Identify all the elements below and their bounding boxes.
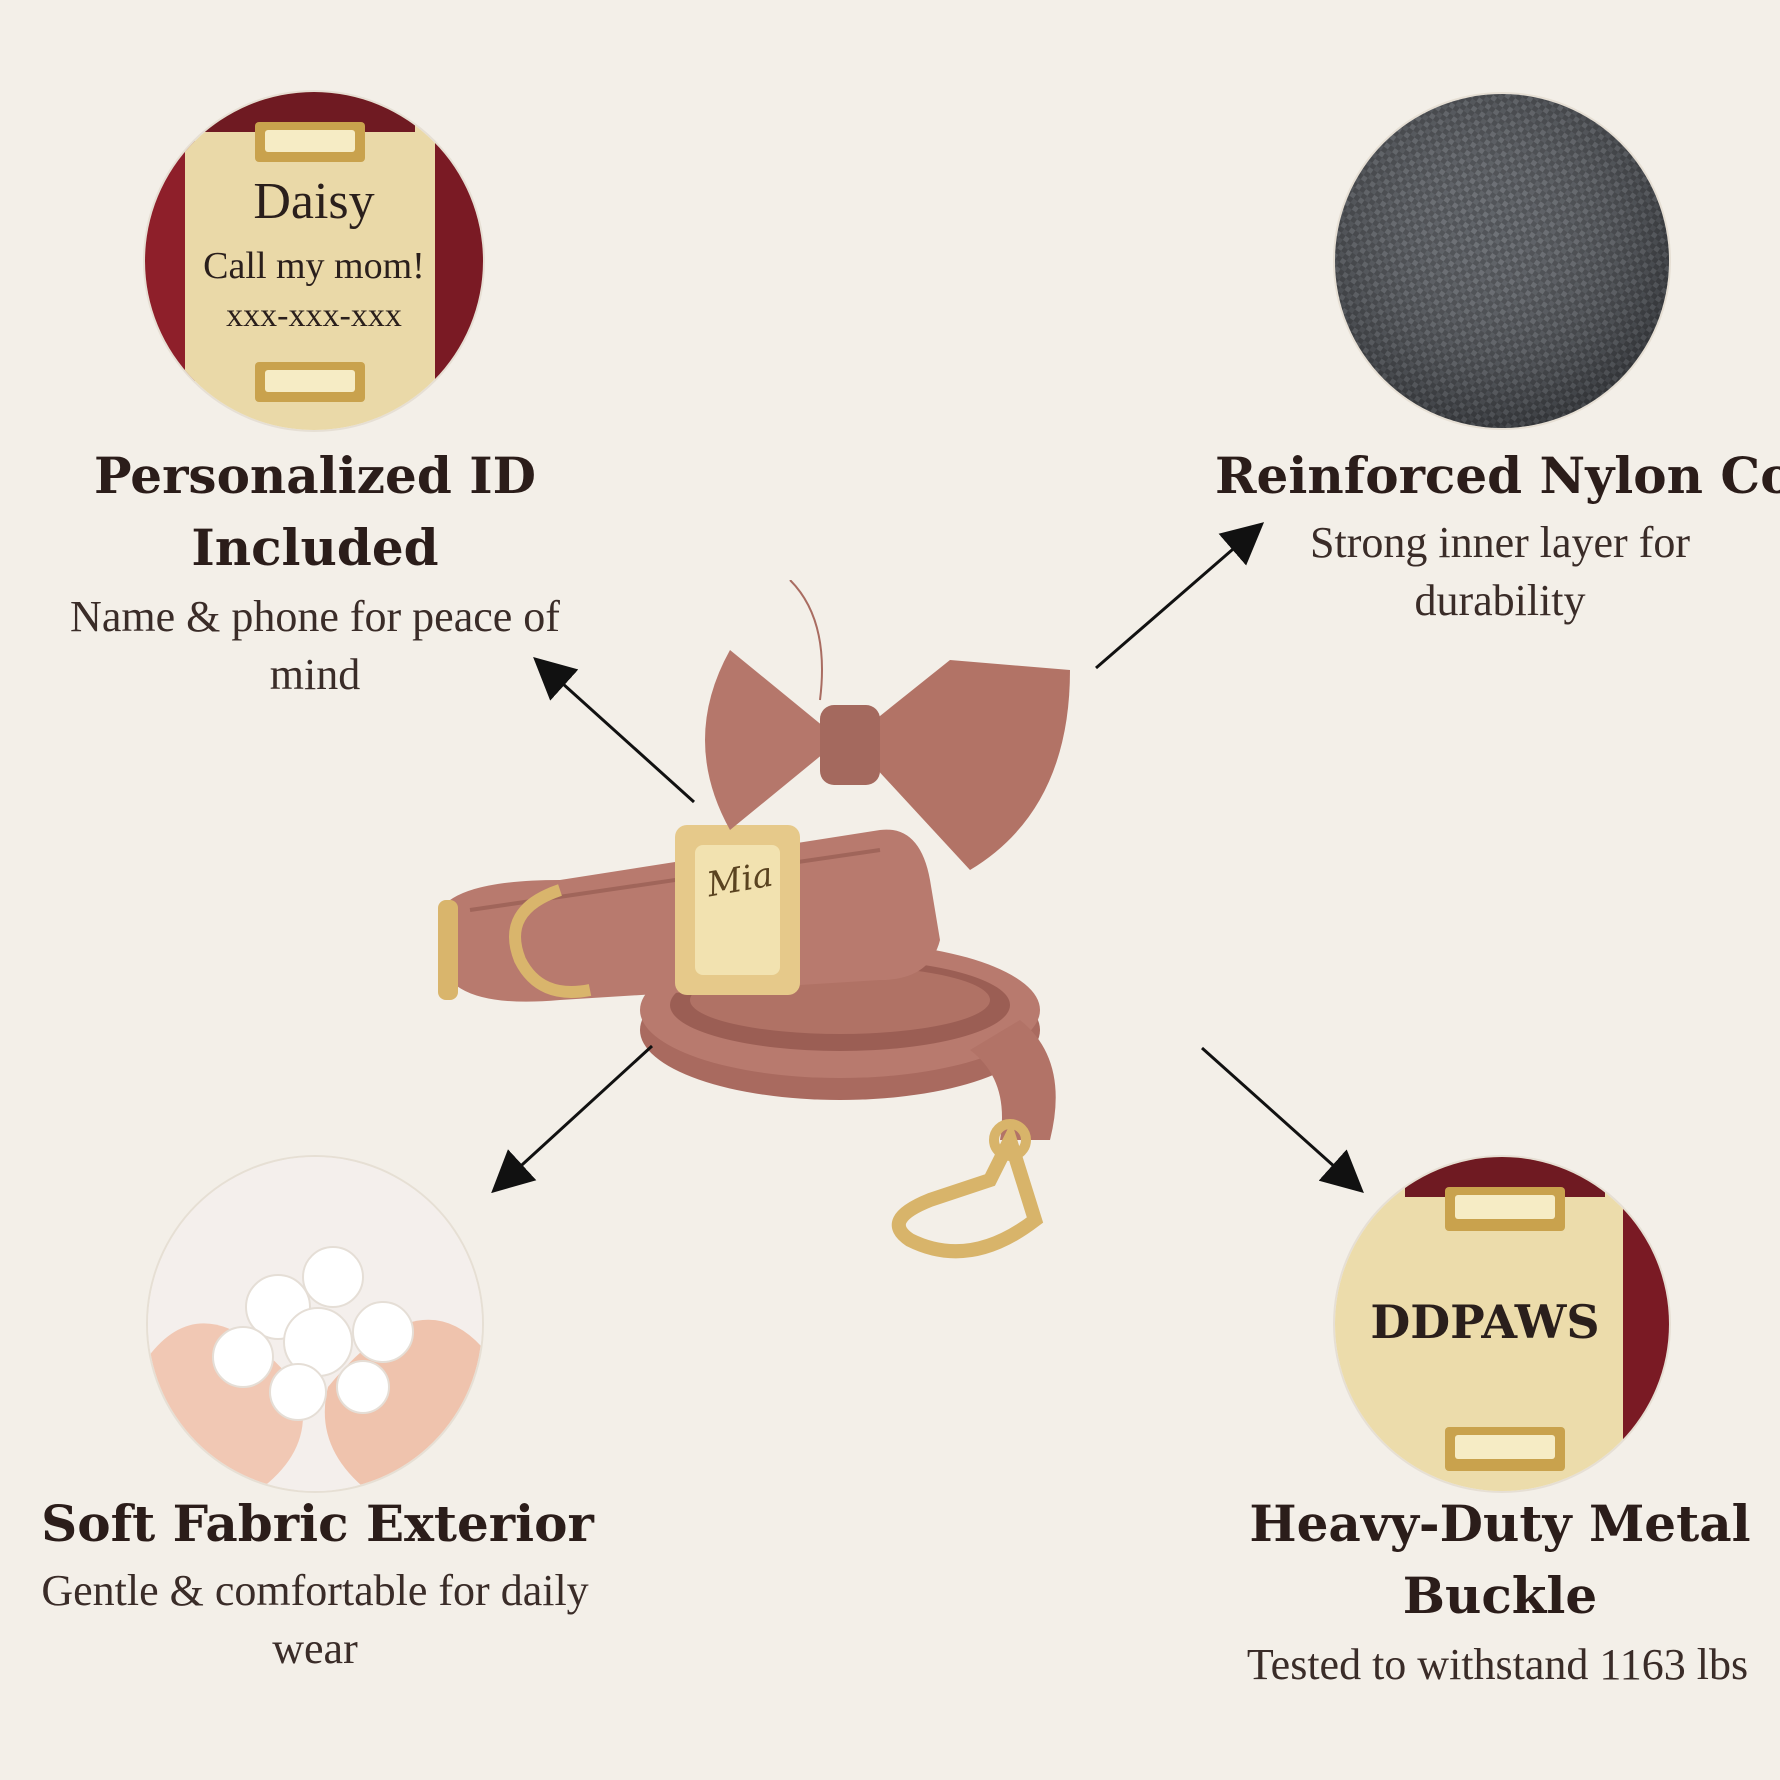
- id-tag-line: Call my mom!: [203, 245, 425, 287]
- id-tag-phone: xxx-xxx-xxx: [226, 297, 402, 334]
- feature-title-nylon: Reinforced Nylon Core: [1215, 446, 1780, 505]
- nylon-texture-image: [1335, 94, 1669, 428]
- feature-title-fabric: Soft Fabric Exterior: [41, 1494, 594, 1553]
- feature-desc-nylon: Strong inner layer for durability: [1310, 518, 1690, 625]
- id-tag-name: Daisy: [253, 173, 375, 230]
- feature-title-buckle: Heavy-Duty Metal Buckle: [1249, 1494, 1751, 1625]
- feature-title-id: Personalized ID Included: [94, 446, 536, 577]
- collar-bow-leash-product: Mia: [410, 579, 1270, 1280]
- metal-buckle-image: DDPAWS: [1335, 1157, 1669, 1491]
- cotton-hands-image: [148, 1157, 482, 1491]
- feature-desc-buckle: Tested to withstand 1163 lbs: [1246, 1640, 1749, 1689]
- feature-desc-id: Name & phone for peace of mind: [70, 592, 560, 699]
- id-tag-image: Daisy Call my mom! xxx-xxx-xxx: [145, 92, 483, 430]
- buckle-brand: DDPAWS: [1370, 1295, 1600, 1349]
- feature-desc-fabric: Gentle & comfortable for daily wear: [41, 1566, 589, 1673]
